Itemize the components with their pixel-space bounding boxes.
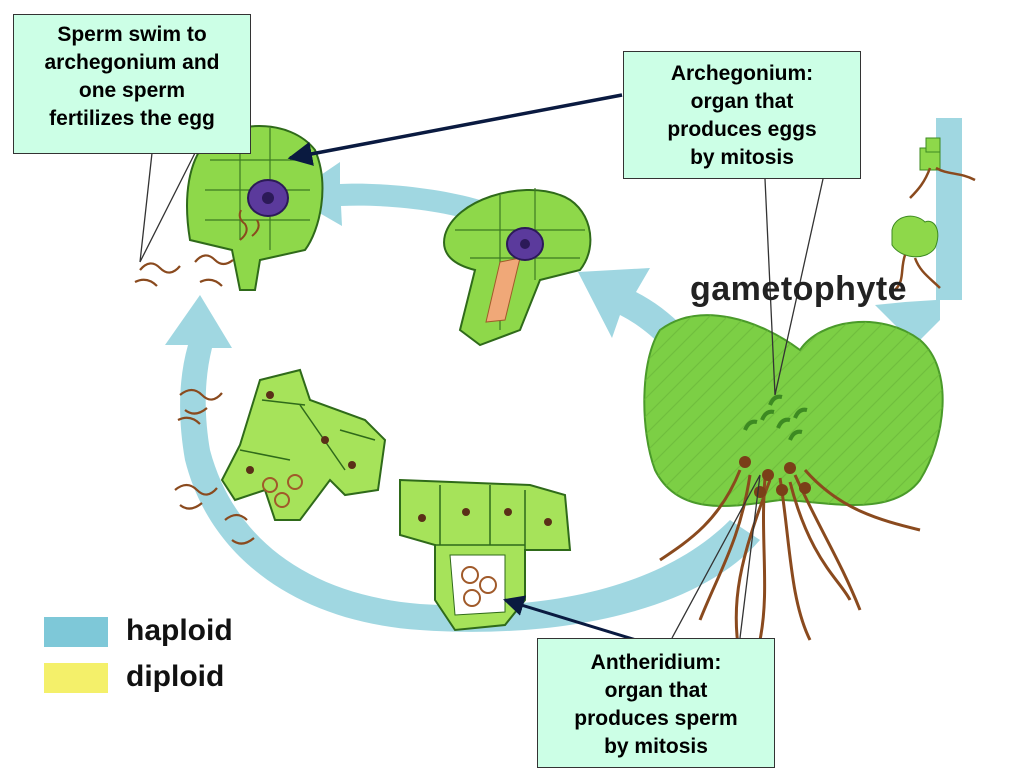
gametophyte-label: gametophyte: [690, 270, 908, 308]
young-gametophytes: [891, 137, 976, 291]
callout-line: Sperm swim to: [57, 23, 207, 46]
callout-line: one sperm: [78, 79, 186, 102]
callout-line: fertilizes the egg: [49, 107, 215, 130]
callout-sperm-fertilize: Sperm swim to archegonium and one sperm …: [13, 14, 251, 154]
callout-archegonium: Archegonium: organ that produces eggs by…: [623, 51, 861, 179]
arrow-archegonium-to-fertilization: [290, 162, 480, 226]
callout-line: Antheridium:: [590, 651, 722, 674]
wedge-antheridium: [671, 474, 761, 639]
arrow-spore-to-gametophyte: [875, 118, 962, 345]
archegonium-fertilization: [186, 125, 324, 291]
legend-label-haploid: haploid: [126, 614, 233, 647]
callout-line: by mitosis: [690, 146, 794, 169]
wedge-archegonium: [764, 178, 824, 396]
callout-line: Archegonium:: [670, 62, 814, 85]
callout-pointers: [139, 93, 824, 642]
wedge-sperm: [139, 152, 196, 263]
gametophyte: [643, 314, 944, 661]
pointer-antheridium: [502, 595, 637, 642]
callout-line: produces eggs: [667, 118, 817, 141]
callout-line: by mitosis: [604, 735, 708, 758]
callout-line: archegonium and: [44, 51, 220, 74]
callout-line: produces sperm: [574, 707, 738, 730]
antheridium-releasing: [220, 368, 387, 521]
pointer-archegonium: [287, 93, 623, 166]
legend-swatch-diploid: [44, 663, 108, 693]
legend-swatch-haploid: [44, 617, 108, 647]
legend-label-diploid: diploid: [126, 660, 225, 693]
archegonium-with-egg: [443, 188, 592, 347]
free-sperm: [134, 254, 255, 545]
callout-line: organ that: [604, 679, 708, 702]
callout-antheridium: Antheridium: organ that produces sperm b…: [537, 638, 775, 768]
callout-line: organ that: [690, 90, 794, 113]
